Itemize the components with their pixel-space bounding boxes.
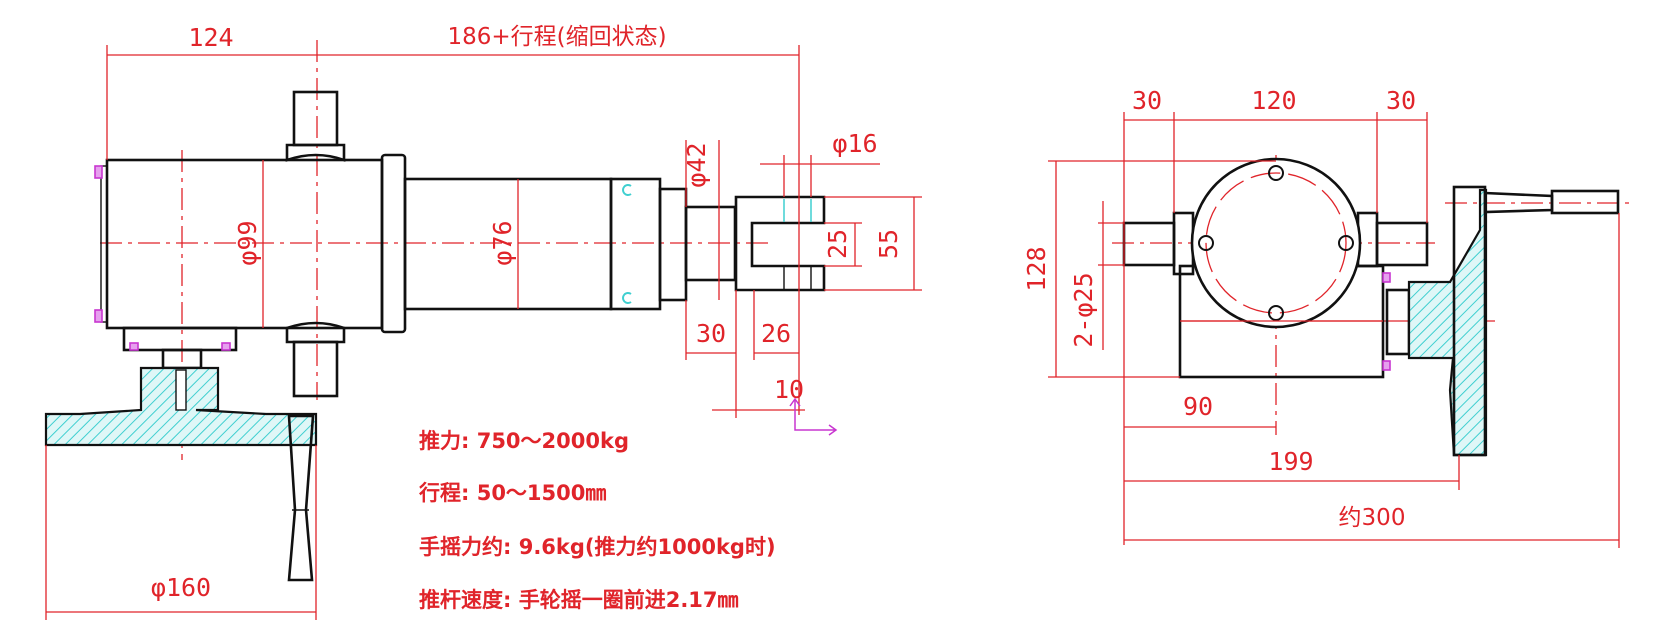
dimension-26: 26 [753,290,799,360]
specifications: 推力: 750～2000kg 行程: 50～1500㎜ 手摇力约: 9.6kg(… [418,429,776,612]
screw-icon [1382,272,1391,283]
dim-label: 25 [823,229,852,259]
spec-stroke: 行程: 50～1500㎜ [418,481,606,505]
screw-icon [129,342,139,351]
dimension-30: 30 [685,290,737,418]
end-flange-circle [1190,157,1362,329]
dimension-phi16: φ16 [760,129,880,197]
side-view: 124 186+行程(缩回状态) φ99 φ76 φ42 φ16 [44,23,922,620]
screw-icon [221,342,231,351]
dim-label: 约300 [1339,505,1406,531]
spec-rod-speed: 推杆速度: 手轮摇一圈前进2.17㎜ [419,588,739,612]
bottom-boss [285,321,346,344]
top-shaft [292,90,339,147]
left-shaft [1122,221,1176,267]
dim-label: 120 [1251,86,1296,115]
dim-label: 10 [774,375,804,404]
bolt-circle [1205,172,1347,314]
dim-label: φ99 [233,220,262,265]
dim-label: 55 [874,229,903,259]
dim-label: 26 [761,319,791,348]
dim-label: 90 [1183,392,1213,421]
top-boss [285,143,346,162]
spec-thrust: 推力: 750～2000kg [419,429,629,453]
dim-label: φ42 [682,142,711,187]
dimension-stroke: 186+行程(缩回状态) [317,24,800,415]
dimension-55: 55 [824,196,922,291]
dim-label: φ160 [151,573,211,602]
keyway [175,369,187,411]
end-cap [100,165,108,323]
dimension-30-120-30: 30 120 30 [1123,86,1428,545]
dim-label: φ76 [488,220,517,265]
ucs-axis-icon [789,397,838,436]
dim-label: 124 [188,23,233,52]
dim-label: 199 [1268,447,1313,476]
dimension-300: 约300 [1124,213,1620,548]
dim-label: φ16 [832,129,877,158]
right-shaft [1375,221,1429,267]
bolt-icon [94,309,103,323]
handwheel-section [1407,188,1488,457]
end-view: 30 120 30 128 2-φ25 90 199 约300 [1022,86,1633,548]
dimension-128: 128 [1022,160,1276,378]
seal-icon [622,184,632,304]
end-ring [609,177,662,311]
dimension-25: 25 [823,222,862,267]
bolt-icon [1198,165,1354,321]
dimension-90: 90 [1124,392,1276,428]
spec-hand-force: 手摇力约: 9.6kg(推力约1000kg时) [419,535,776,559]
dimension-phi42: φ42 [682,140,720,300]
dimension-phi76: φ76 [488,179,519,309]
dim-label: 128 [1022,246,1051,291]
dim-label: 30 [1132,86,1162,115]
dimension-2phi25: 2-φ25 [1069,201,1124,350]
bolt-icon [94,165,103,179]
handwheel-rim [1452,185,1487,457]
clevis [734,195,826,292]
dimension-phi160: φ160 [45,445,317,620]
rod-gland [658,187,688,302]
dim-label: 2-φ25 [1069,272,1098,347]
dimension-phi99: φ99 [233,160,264,328]
dim-label: 186+行程(缩回状态) [447,24,666,50]
dim-label: 30 [1386,86,1416,115]
dim-label: 30 [696,319,726,348]
handwheel-mount [122,326,238,352]
crank-handle [1550,189,1620,215]
dimension-124: 124 [106,23,317,160]
dimension-199: 199 [1124,447,1460,490]
dimension-10: 10 [712,375,805,411]
hub-spacer [1385,288,1411,356]
screw-icon [1382,360,1391,371]
bottom-shaft [292,340,339,398]
